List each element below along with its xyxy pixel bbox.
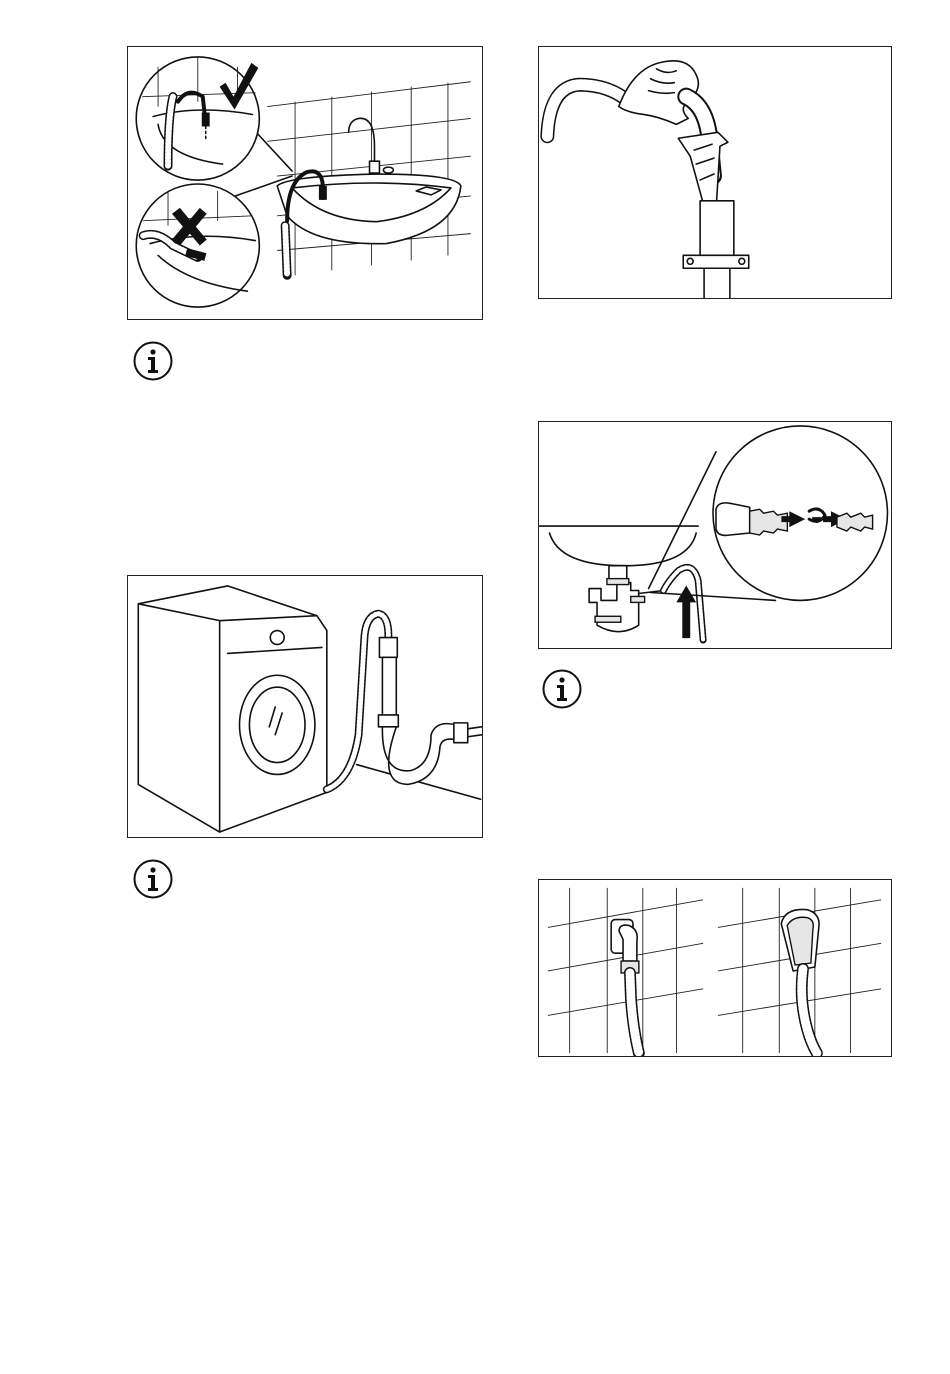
figure-washing-machine-drain xyxy=(127,575,483,838)
info-icon xyxy=(133,341,173,381)
faucet xyxy=(349,118,375,166)
washbasin xyxy=(277,174,461,244)
washer-illustration xyxy=(128,576,482,837)
figure-hose-standpipe xyxy=(538,46,892,299)
wall-tiles xyxy=(548,888,881,1053)
figure-siphon-connection xyxy=(538,421,892,649)
detail-incorrect xyxy=(136,184,259,307)
drain-trap xyxy=(382,724,455,785)
info-icon xyxy=(542,669,582,709)
wall-outlet-illustration xyxy=(539,880,891,1056)
outlet-cover xyxy=(781,909,819,1053)
figure-wall-outlet xyxy=(538,879,892,1057)
arrow-icon xyxy=(676,586,696,639)
sink-illustration xyxy=(128,47,482,319)
program-knob xyxy=(270,631,284,645)
standpipe-illustration xyxy=(539,47,891,298)
detail-correct xyxy=(136,57,259,180)
figure-sink-hose-hook xyxy=(127,46,483,320)
info-icon xyxy=(133,859,173,899)
siphon-illustration xyxy=(539,422,891,648)
standpipe xyxy=(700,201,734,261)
elbow-connector xyxy=(611,920,639,1053)
